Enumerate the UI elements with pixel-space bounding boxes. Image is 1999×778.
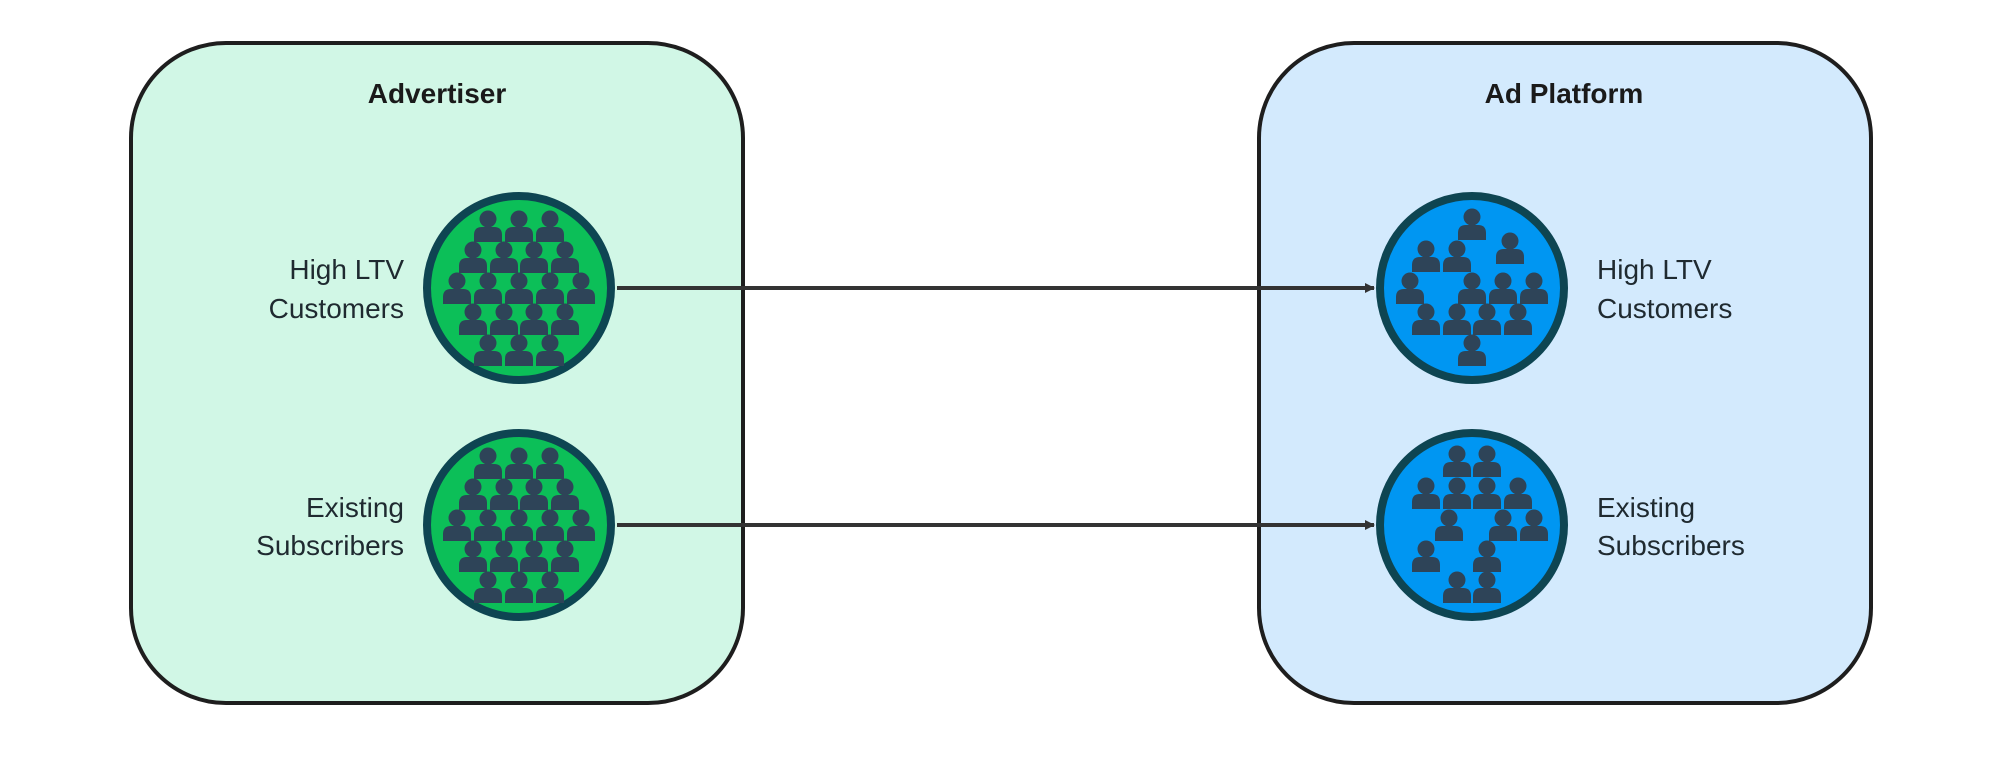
ad-platform-title: Ad Platform [1485, 78, 1644, 109]
advertiser-high-ltv-label-line1: High LTV [289, 254, 404, 285]
ad-platform-high-ltv-label-line1: High LTV [1597, 254, 1712, 285]
advertiser-title: Advertiser [368, 78, 507, 109]
ad-platform-panel-box [1257, 41, 1873, 705]
advertiser-panel: Advertiser High LTV Customers Existing S… [129, 41, 745, 705]
advertiser-panel-box [129, 41, 745, 705]
advertiser-high-ltv-crowd-icon [423, 192, 615, 384]
ad-platform-existing-subscribers-label-line2: Subscribers [1597, 530, 1745, 561]
ad-platform-high-ltv-crowd-icon [1376, 192, 1568, 384]
advertiser-existing-subscribers-label-line2: Subscribers [256, 530, 404, 561]
ad-platform-existing-subscribers-crowd-icon [1376, 429, 1568, 621]
ad-platform-panel: Ad Platform High LTV Customers Existing … [1257, 41, 1873, 705]
advertiser-existing-subscribers-label-line1: Existing [306, 492, 404, 523]
advertiser-existing-subscribers-crowd-icon [423, 429, 615, 621]
advertiser-high-ltv-label-line2: Customers [269, 293, 404, 324]
ad-platform-high-ltv-label-line2: Customers [1597, 293, 1732, 324]
ad-platform-existing-subscribers-label-line1: Existing [1597, 492, 1695, 523]
